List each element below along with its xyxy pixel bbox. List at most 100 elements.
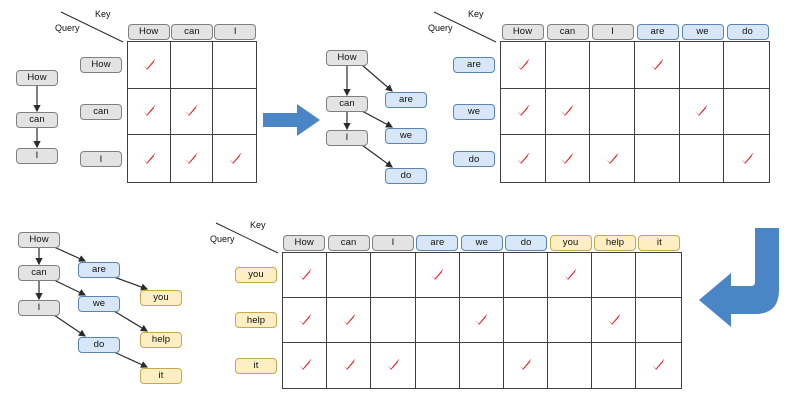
mask-cell[interactable]: [592, 253, 637, 298]
mask-cell[interactable]: [501, 42, 546, 89]
query-row-we[interactable]: we: [453, 103, 495, 120]
mask-cell[interactable]: [415, 253, 460, 298]
key-header-you[interactable]: you: [549, 235, 592, 251]
key-header-can[interactable]: can: [546, 24, 589, 40]
tree-node-do[interactable]: do: [385, 168, 427, 184]
query-row-are[interactable]: are: [453, 56, 495, 73]
mask-cell[interactable]: [501, 88, 546, 136]
key-header-it[interactable]: it: [638, 235, 681, 251]
mask-cell[interactable]: [283, 253, 328, 298]
mask-cell[interactable]: [415, 297, 460, 343]
query-row-can[interactable]: can: [80, 103, 122, 120]
key-header-how[interactable]: How: [283, 235, 326, 251]
mask-cell[interactable]: [590, 88, 635, 136]
tree-edge-arrow-icon: [113, 276, 149, 291]
query-row-you[interactable]: you: [235, 266, 277, 283]
tree-node-how[interactable]: How: [326, 50, 368, 66]
key-header-are[interactable]: are: [416, 235, 459, 251]
key-header-are[interactable]: are: [636, 24, 679, 40]
mask-cell[interactable]: [128, 42, 171, 89]
mask-cell[interactable]: [548, 342, 593, 388]
key-header-i[interactable]: I: [591, 24, 634, 40]
mask-cell[interactable]: [416, 342, 460, 388]
mask-cell[interactable]: [170, 42, 214, 89]
key-header-can[interactable]: can: [327, 235, 370, 251]
mask-cell[interactable]: [128, 135, 171, 182]
mask-cell[interactable]: [680, 135, 725, 182]
mask-cell[interactable]: [213, 42, 256, 89]
tree-node-i[interactable]: I: [18, 300, 60, 316]
mask-cell[interactable]: [501, 135, 546, 182]
tree-node-can[interactable]: can: [16, 112, 58, 128]
mask-cell[interactable]: [171, 135, 214, 182]
mask-cell[interactable]: [327, 342, 372, 388]
query-row-help[interactable]: help: [235, 312, 277, 329]
tree-node-it[interactable]: it: [140, 368, 182, 384]
mask-cell[interactable]: [459, 297, 504, 343]
mask-cell[interactable]: [592, 297, 637, 343]
mask-cell[interactable]: [283, 297, 328, 343]
mask-cell[interactable]: [724, 89, 769, 136]
mask-cell[interactable]: [460, 342, 504, 388]
key-header-can[interactable]: can: [170, 24, 213, 40]
mask-cell[interactable]: [327, 253, 372, 298]
mask-cell[interactable]: [592, 342, 637, 388]
mask-cell[interactable]: [128, 88, 171, 136]
tree-node-we[interactable]: we: [78, 296, 120, 312]
tree-node-how[interactable]: How: [16, 70, 58, 86]
mask-cell[interactable]: [546, 135, 591, 182]
mask-cell[interactable]: [170, 88, 214, 136]
mask-cell[interactable]: [635, 42, 680, 89]
key-header-do[interactable]: do: [505, 235, 548, 251]
check-icon: [297, 312, 312, 327]
tree-node-i[interactable]: I: [16, 148, 58, 164]
query-row-do[interactable]: do: [453, 151, 495, 168]
tree-node-are[interactable]: are: [385, 92, 427, 108]
mask-cell[interactable]: [548, 297, 593, 343]
mask-cell[interactable]: [548, 253, 593, 298]
mask-cell[interactable]: [503, 253, 549, 298]
query-row-it[interactable]: it: [235, 358, 277, 374]
key-header-i[interactable]: I: [372, 235, 414, 251]
mask-cell[interactable]: [327, 297, 372, 343]
mask-cell[interactable]: [504, 342, 549, 388]
key-header-we[interactable]: we: [460, 235, 503, 251]
mask-cell[interactable]: [590, 135, 635, 182]
tree-node-can[interactable]: can: [18, 265, 60, 281]
mask-cell[interactable]: [545, 42, 591, 89]
tree-node-can[interactable]: can: [326, 96, 368, 112]
mask-cell[interactable]: [371, 342, 416, 388]
mask-cell[interactable]: [371, 253, 416, 298]
mask-cell[interactable]: [636, 343, 680, 388]
mask-cell[interactable]: [371, 297, 416, 343]
key-header-do[interactable]: do: [726, 24, 769, 40]
mask-cell[interactable]: [679, 88, 725, 136]
mask-cell[interactable]: [459, 253, 504, 298]
mask-cell[interactable]: [590, 42, 635, 89]
mask-cell[interactable]: [545, 88, 591, 136]
mask-cell[interactable]: [636, 253, 681, 298]
tree-node-how[interactable]: How: [18, 232, 60, 248]
mask-cell[interactable]: [679, 42, 725, 89]
mask-cell[interactable]: [635, 88, 680, 136]
key-header-how[interactable]: How: [501, 24, 544, 40]
tree-node-help[interactable]: help: [140, 332, 182, 348]
mask-cell[interactable]: [635, 135, 680, 182]
tree-node-are[interactable]: are: [78, 262, 120, 278]
tree-node-you[interactable]: you: [140, 290, 182, 306]
mask-cell[interactable]: [503, 297, 549, 343]
tree-node-we[interactable]: we: [385, 128, 427, 144]
mask-cell[interactable]: [283, 342, 328, 388]
query-row-how[interactable]: How: [80, 56, 122, 73]
mask-cell[interactable]: [213, 89, 256, 136]
query-row-i[interactable]: I: [80, 151, 122, 168]
tree-node-i[interactable]: I: [326, 130, 368, 146]
key-header-help[interactable]: help: [594, 235, 636, 251]
key-header-i[interactable]: I: [214, 24, 257, 40]
key-header-we[interactable]: we: [681, 24, 724, 40]
tree-node-do[interactable]: do: [78, 337, 120, 353]
mask-cell[interactable]: [724, 42, 769, 89]
key-header-how[interactable]: How: [127, 24, 170, 40]
key-axis-label: Key: [468, 9, 484, 19]
mask-cell[interactable]: [636, 298, 681, 343]
